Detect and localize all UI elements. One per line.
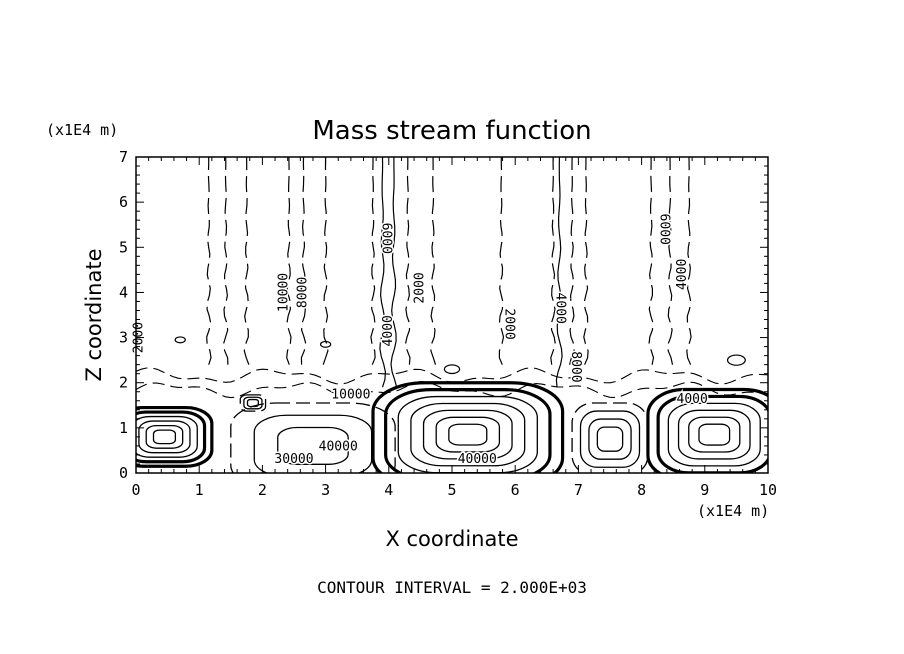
vortex-contour — [688, 416, 741, 453]
dashed-streamline — [550, 157, 556, 365]
contour-label: 6000 — [378, 223, 393, 254]
vortex-contour — [371, 381, 565, 473]
vortex-contour — [152, 429, 177, 445]
vortex-contour — [579, 410, 641, 468]
y-tick-label: 0 — [119, 464, 128, 482]
vortex-contour — [596, 426, 624, 452]
x-tick-label: 10 — [759, 481, 777, 499]
dashed-streamline — [583, 157, 589, 365]
contour-label: 4000 — [381, 315, 396, 346]
dashed-streamline — [370, 157, 376, 365]
contour-label: 10000 — [331, 388, 370, 403]
contour-label: 30000 — [274, 452, 313, 467]
solid-streamline — [390, 157, 398, 388]
vortex-contour — [277, 426, 349, 465]
small-closed-contour — [319, 340, 332, 348]
dashed-streamline — [222, 157, 229, 365]
vortex-contour — [422, 409, 513, 460]
y-tick-label: 5 — [119, 238, 128, 256]
contour-label: 6000 — [657, 214, 672, 245]
axis-ticks — [135, 156, 769, 474]
dashed-streamline — [243, 157, 250, 365]
chart-title: Mass stream function — [312, 116, 591, 146]
small-closed-contour — [726, 354, 746, 366]
solid-streamline — [555, 157, 563, 388]
contour-label: 2000 — [502, 308, 517, 339]
contour-lines — [136, 157, 768, 473]
vortex-contour — [239, 394, 267, 412]
contour-interval-footer: CONTOUR INTERVAL = 2.000E+03 — [317, 578, 587, 597]
vortex-contour — [656, 394, 768, 473]
y-tick-label: 6 — [119, 193, 128, 211]
vortex-contour — [230, 402, 396, 473]
y-tick-label: 1 — [119, 419, 128, 437]
dashed-streamline — [404, 157, 411, 365]
x-axis-label: X coordinate — [385, 527, 518, 551]
contour-label: 10000 — [277, 273, 292, 312]
dashed-streamline — [648, 157, 655, 365]
y-axis-label: Z coordinate — [82, 248, 106, 381]
x-tick-label: 2 — [258, 481, 267, 499]
vortex-contour — [435, 416, 501, 453]
dashed-streamline — [569, 157, 575, 365]
dashed-streamline — [206, 157, 212, 365]
x-tick-label: 1 — [195, 481, 204, 499]
small-closed-contour — [174, 336, 186, 344]
vortex-contour — [410, 402, 526, 467]
x-tick-label: 8 — [637, 481, 646, 499]
y-axis-unit: (x1E4 m) — [46, 121, 118, 139]
y-tick-label: 3 — [119, 329, 128, 347]
vortex-contour — [448, 423, 488, 446]
tick-labels: 0 1 2 3 4 5 6 7 8 9 10 0 1 2 3 4 5 6 7 — [119, 148, 777, 499]
contour-label: 4000 — [552, 293, 567, 324]
small-closed-contour — [443, 364, 461, 375]
dashed-streamline — [286, 157, 292, 365]
x-tick-label: 6 — [511, 481, 520, 499]
contour-label: 2000 — [413, 272, 428, 303]
contour-group — [136, 157, 768, 473]
contour-label: 8000 — [568, 351, 583, 382]
contour-label: 4000 — [677, 392, 708, 407]
vortex-contour — [667, 402, 761, 467]
y-tick-label: 7 — [119, 148, 128, 166]
contour-label: 4000 — [675, 259, 690, 290]
vortex-contour — [145, 424, 184, 449]
vortex-contour — [243, 396, 263, 410]
dashed-streamline — [300, 157, 307, 365]
solid-streamline — [379, 157, 387, 388]
vortex-contour — [384, 388, 552, 473]
contour-label: 40000 — [319, 439, 358, 454]
vortex-contour — [698, 423, 731, 446]
contour-label: 8000 — [296, 277, 311, 308]
vortex-contour — [136, 405, 214, 468]
x-tick-label: 9 — [700, 481, 709, 499]
vortex-contour — [677, 409, 751, 460]
dashed-streamline — [498, 157, 505, 365]
vortex-contour — [571, 402, 649, 473]
dashed-streamline — [686, 157, 692, 365]
x-tick-label: 4 — [384, 481, 393, 499]
y-tick-label: 4 — [119, 283, 128, 301]
vortex-contour — [588, 418, 632, 460]
vortex-contour — [246, 398, 259, 408]
y-tick-label: 2 — [119, 374, 128, 392]
x-tick-label: 3 — [321, 481, 330, 499]
x-tick-label: 0 — [131, 481, 140, 499]
x-tick-label: 5 — [447, 481, 456, 499]
contour-label: 40000 — [458, 452, 497, 467]
vortex-contour — [646, 387, 768, 473]
vortex-contour — [136, 410, 207, 464]
vortex-contour — [136, 415, 198, 458]
dashed-streamline — [667, 157, 674, 365]
x-tick-label: 7 — [574, 481, 583, 499]
dashed-streamline — [430, 157, 437, 365]
x-axis-unit: (x1E4 m) — [697, 502, 769, 520]
dashed-streamline — [322, 157, 329, 365]
